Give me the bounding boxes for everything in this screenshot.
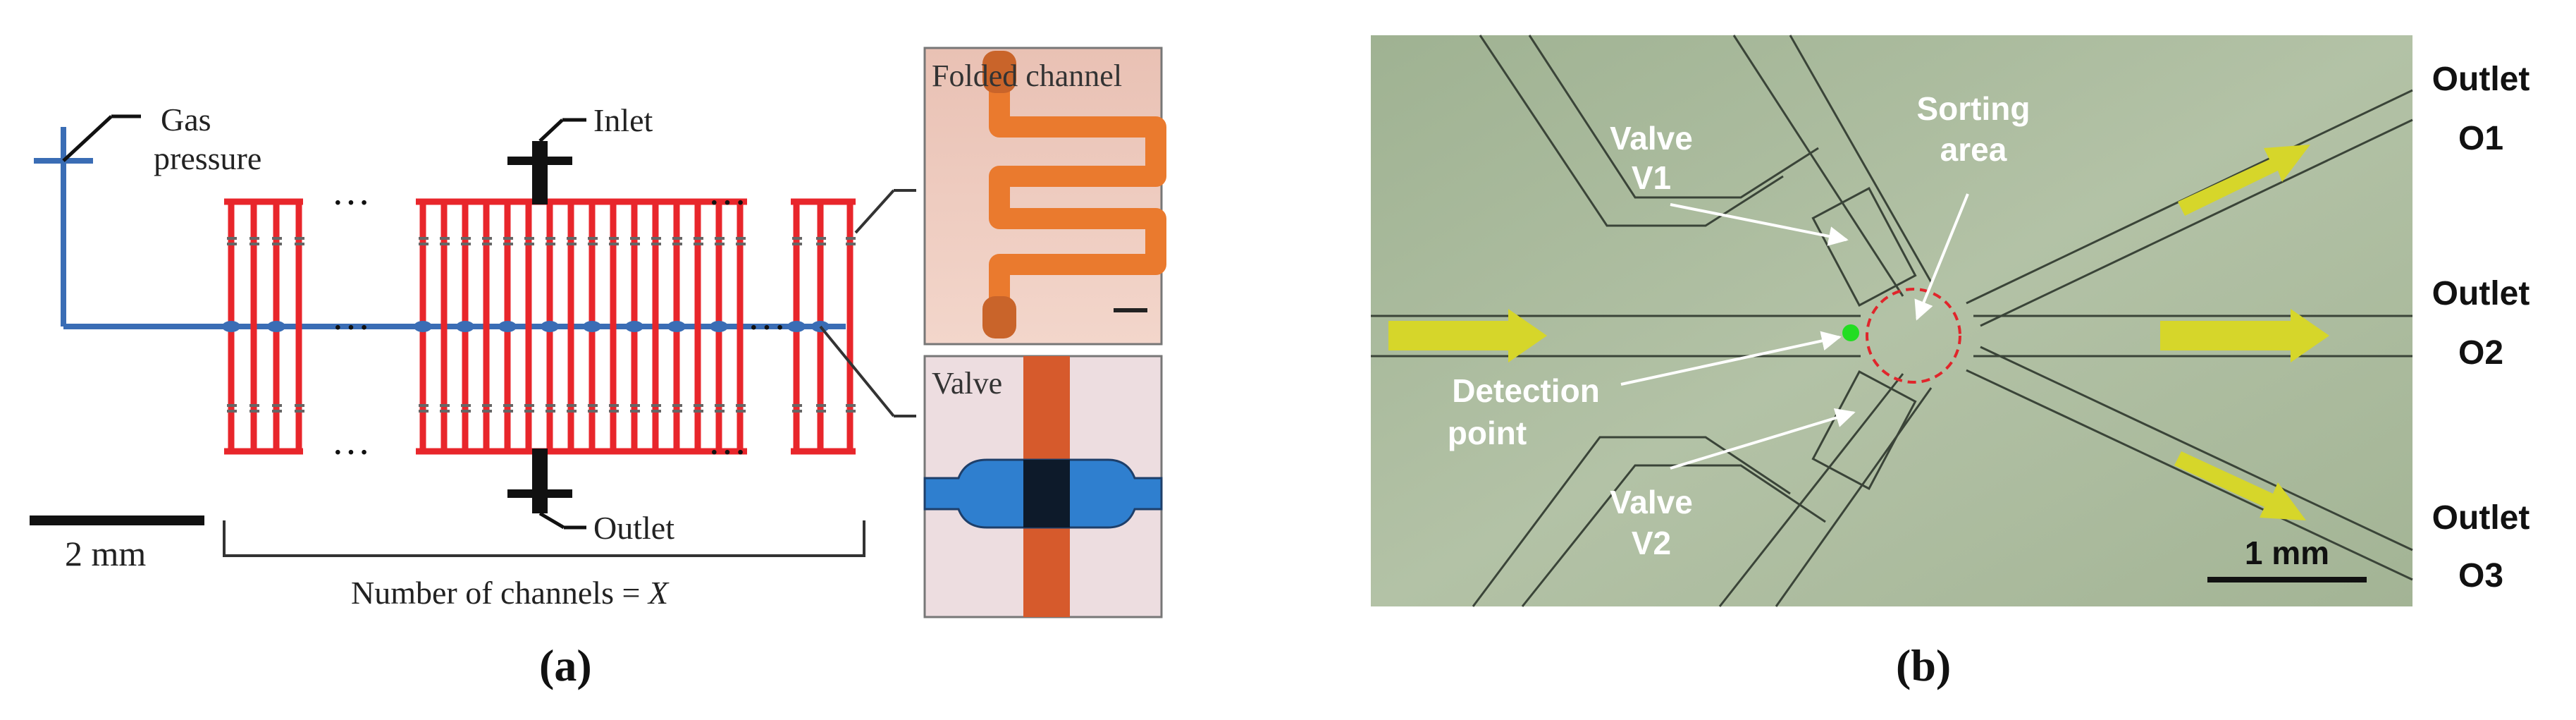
outlet-o1-label-line2: O1 xyxy=(2458,120,2503,157)
inlet-label: Inlet xyxy=(593,102,653,138)
micrograph-channels xyxy=(1371,35,2413,607)
outlet-o3-label-line2: O3 xyxy=(2458,557,2503,594)
outlet-port xyxy=(507,449,586,530)
channels-label: Number of channels = X xyxy=(351,575,670,611)
valve-v1-label-line1: Valve xyxy=(1610,120,1693,157)
panel-a: Gas pressure xyxy=(30,47,1166,690)
folded-channel-trace xyxy=(989,60,1166,317)
ellipsis-top-left: ··· xyxy=(331,181,371,225)
flow-arrow-inlet xyxy=(1388,309,1547,362)
folded-channel-label: Folded channel xyxy=(932,59,1122,93)
flow-arrow-o3 xyxy=(2174,451,2306,520)
sorting-label-line2: area xyxy=(1940,131,2007,168)
flow-arrows xyxy=(1388,145,2329,520)
detection-point xyxy=(1842,324,1859,341)
panel-a-caption: (a) xyxy=(539,640,592,690)
detection-label-line1: Detection xyxy=(1452,372,1600,409)
flow-arrow-o1 xyxy=(2178,145,2310,216)
panel-b-caption: (b) xyxy=(1896,640,1951,690)
flow-arrow-o2 xyxy=(2160,309,2329,362)
detection-label-line2: point xyxy=(1448,415,1527,451)
folded-inset-leader xyxy=(854,189,895,234)
valve-v2-label-line1: Valve xyxy=(1610,484,1693,520)
valve-v1-label-line2: V1 xyxy=(1632,159,1671,196)
sorting-area-circle xyxy=(1866,288,1961,384)
inlet-port xyxy=(507,118,586,205)
gas-pressure-label-line1: Gas xyxy=(161,102,211,138)
valve-inset: Valve xyxy=(923,355,1163,618)
outlet-o2-label-line2: O2 xyxy=(2458,334,2503,372)
gas-pressure-leader xyxy=(62,115,113,162)
scale-bar-a-label: 2 mm xyxy=(65,534,146,573)
folded-channel-inset: Folded channel xyxy=(923,47,1166,346)
valve-v1-outline xyxy=(1811,187,1917,307)
outlet-o2-label-line1: Outlet xyxy=(2432,275,2530,312)
capillary-marks xyxy=(227,237,856,413)
ellipsis-mid-right: ··· xyxy=(747,306,787,350)
scale-bar-b-label: 1 mm xyxy=(2245,535,2329,571)
annotation-arrows xyxy=(1620,193,1969,470)
channels-label-prefix: Number of channels = xyxy=(351,575,648,611)
valve-inset-label: Valve xyxy=(932,366,1002,401)
control-valve-nodes xyxy=(222,321,830,332)
outlet-label: Outlet xyxy=(593,510,674,546)
ellipsis-mid-left: ··· xyxy=(331,306,371,350)
valve-inset-leader xyxy=(819,325,895,417)
outlet-o3-label-line1: Outlet xyxy=(2432,499,2530,537)
channels-bracket xyxy=(223,520,865,557)
valve-v2-label-line2: V2 xyxy=(1632,525,1671,561)
ellipsis-top-right: ··· xyxy=(708,181,747,225)
outlet-o1-label-line1: Outlet xyxy=(2432,61,2530,98)
panel-b: Valve V1 Sorting area Detection point Va… xyxy=(1371,35,2529,690)
ellipsis-bottom-right: ··· xyxy=(708,431,747,475)
channels-label-var: X xyxy=(647,575,670,611)
gas-pressure-label-line2: pressure xyxy=(154,140,261,176)
ellipsis-bottom-left: ··· xyxy=(331,431,371,475)
sorting-label-line1: Sorting xyxy=(1917,90,2030,127)
